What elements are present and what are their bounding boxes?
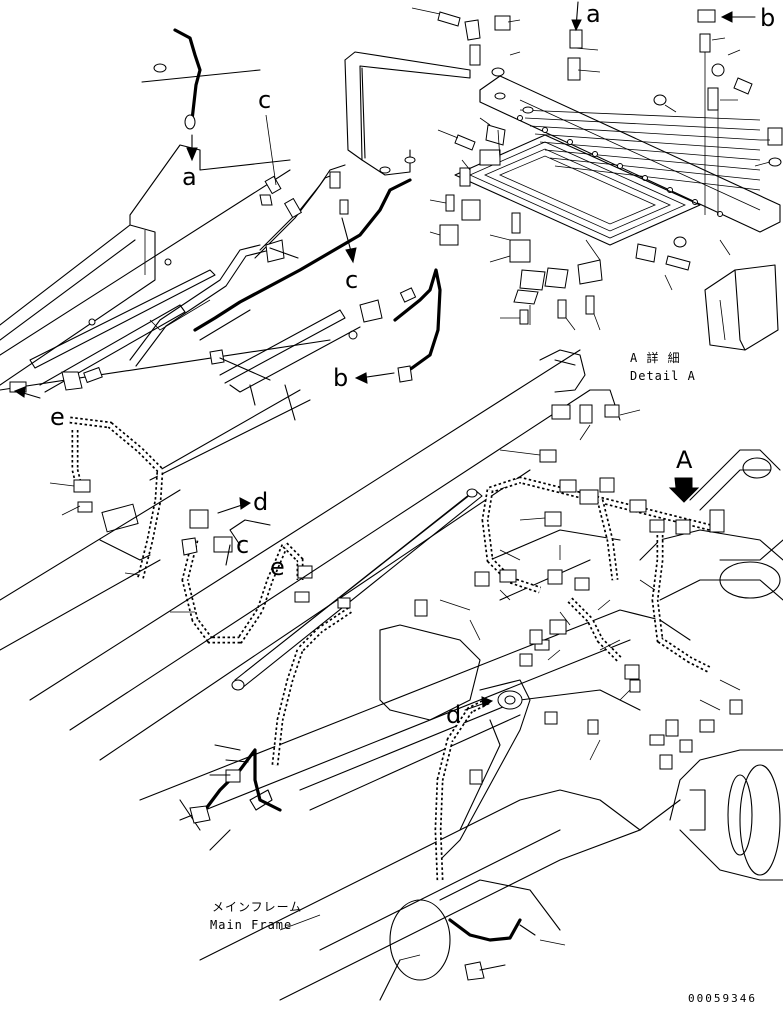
detail-a-label-jp: A 詳 細 (630, 350, 681, 365)
callout-a-main: a (182, 134, 198, 191)
callout-b-detail-label: b (760, 4, 775, 32)
callout-c-lower: c (236, 531, 249, 559)
detail-plate-hatch (519, 109, 761, 191)
callout-e-left: e (13, 386, 65, 431)
callout-b-main-label: b (333, 364, 348, 392)
callout-d-upper: d (217, 488, 268, 516)
callout-d-lower-label: d (446, 701, 461, 729)
callout-b-detail: b (720, 4, 775, 32)
drawing-id: 00059346 (688, 992, 757, 1005)
harness-connectors (337, 404, 743, 785)
detail-a-assembly: a b A 詳 細 Detail A (344, 0, 783, 383)
callout-c-upper-label: c (258, 86, 271, 114)
main-frame-label-jp: メインフレーム (212, 900, 302, 914)
main-frame-label-en: Main Frame (210, 918, 292, 932)
detail-fittings (437, 9, 783, 325)
callout-c-upper: c (258, 86, 277, 186)
callout-b-main: b (333, 364, 395, 392)
callout-c-arrow: c (341, 217, 358, 294)
callout-a-detail-label: a (586, 0, 601, 28)
callout-e-lower: e (270, 553, 285, 581)
tank-and-piping-assembly (0, 28, 442, 644)
callout-e-left-label: e (50, 403, 65, 431)
callout-A-main-label: A (676, 446, 693, 474)
callout-d-upper-label: d (253, 488, 268, 516)
callout-d-lower: d (446, 696, 494, 729)
callout-e-lower-label: e (270, 553, 285, 581)
main-frame-assembly (0, 349, 783, 1001)
callout-c-arrow-label: c (345, 266, 358, 294)
callout-a-detail: a (571, 0, 601, 32)
callout-A-main: A (668, 446, 700, 503)
detail-leader-lines (411, 7, 771, 331)
main-leader-lines (399, 409, 741, 961)
callout-a-main-label: a (182, 163, 197, 191)
detail-a-label-en: Detail A (630, 369, 696, 383)
callout-c-lower-label: c (236, 531, 249, 559)
